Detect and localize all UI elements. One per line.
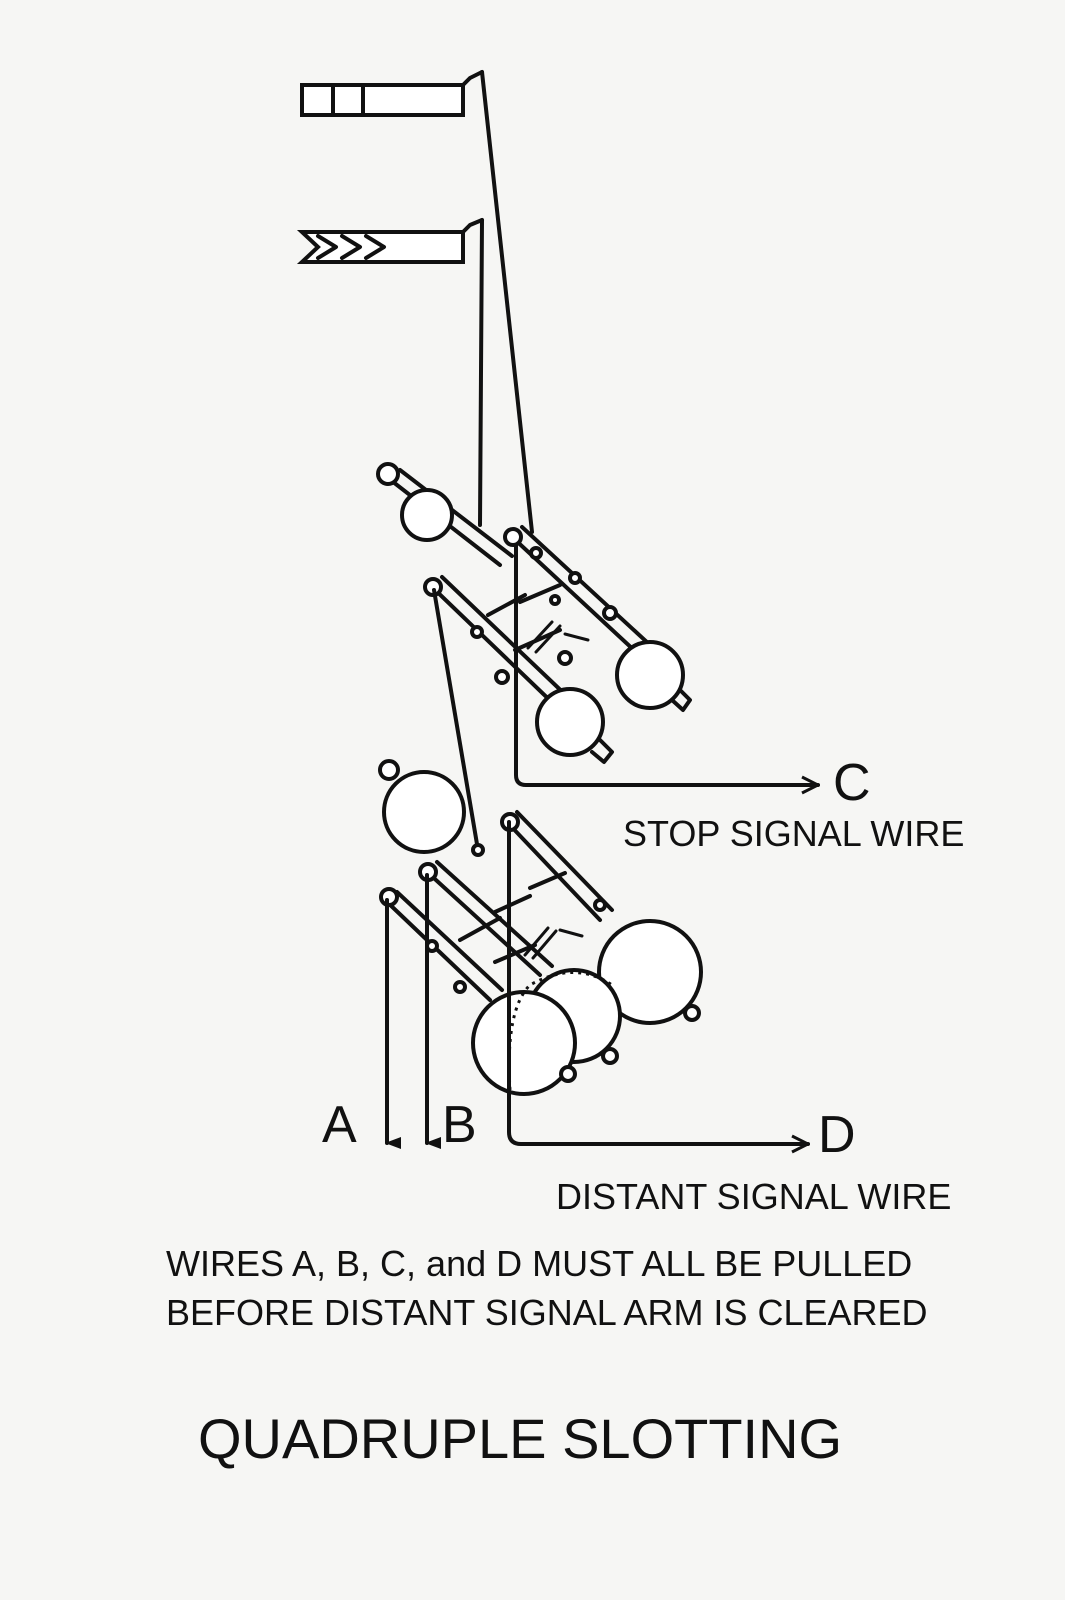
distant-signal-wire-label: DISTANT SIGNAL WIRE xyxy=(556,1176,951,1217)
lower-slot-frame xyxy=(378,759,703,1096)
diagram-title: QUADRUPLE SLOTTING xyxy=(198,1407,842,1470)
stop-signal-arm xyxy=(300,70,484,117)
distant-signal-wire xyxy=(507,820,810,1144)
stop-signal-wire-label: STOP SIGNAL WIRE xyxy=(623,813,964,854)
stop-signal-wire xyxy=(514,543,820,785)
upper-slot-frame xyxy=(376,462,692,852)
note-line-1: WIRES A, B, C, and D MUST ALL BE PULLED xyxy=(166,1243,912,1284)
wire-a-label: A xyxy=(322,1096,357,1154)
wire-c-label: C xyxy=(833,754,871,812)
wire-d-label: D xyxy=(818,1106,856,1164)
arm-down-rods xyxy=(478,70,534,534)
wire-b-label: B xyxy=(442,1096,477,1154)
distant-signal-arm xyxy=(296,218,484,264)
note-line-2: BEFORE DISTANT SIGNAL ARM IS CLEARED xyxy=(166,1292,928,1333)
